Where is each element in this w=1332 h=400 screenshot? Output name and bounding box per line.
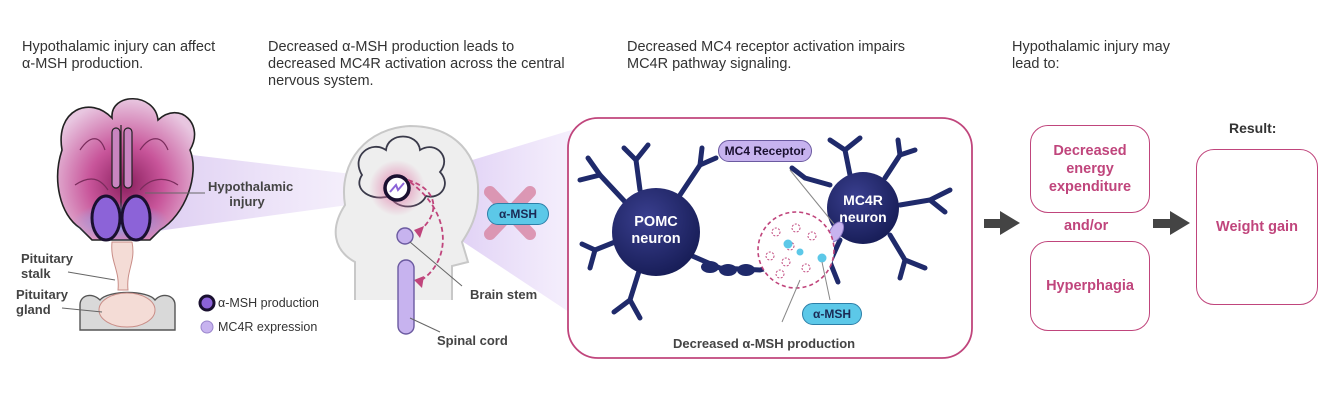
legend-msh-icon [198,294,216,312]
legend-msh-label: α-MSH production [218,296,320,310]
flow-arrows [984,211,1190,235]
caption-3: Decreased MC4 receptor activation impair… [627,39,906,72]
pomc-neuron-label: POMC neuron [631,214,681,247]
msh-pill-blocked: α-MSH [487,203,549,225]
hypothalamic-injury-label: Hypothalamic injury [208,179,294,209]
neuron-illustration [577,135,953,323]
result-box: Weight gain [1196,149,1318,305]
pituitary-stalk-label: Pituitary stalk [21,251,74,281]
caption-1: Hypothalamic injury can affect α-MSH pro… [22,39,216,72]
mc4r-neuron-body [827,172,899,244]
brain-stem-label: Brain stem [470,287,538,302]
caption-4: Hypothalamic injury may lead to: [1012,39,1170,72]
result-text: Weight gain [1216,219,1298,235]
spinal-cord-label: Spinal cord [437,333,508,348]
andor-label: and/or [1064,218,1109,234]
caption-2: Decreased α-MSH production leads to decr… [268,39,565,89]
pomc-neuron-body [612,188,700,276]
decreased-msh-label: Decreased α-MSH production [673,336,856,351]
beam-1 [150,150,385,232]
legend-mc4r-label: MC4R expression [218,320,318,334]
outcome-hyperphagia-text: Hyperphagia [1046,278,1134,294]
result-label: Result: [1229,120,1277,136]
outcome-energy-text: Decreased energy expenditure [1048,143,1132,195]
synapse-circle [757,211,835,289]
outcome-energy-box: Decreased energy expenditure [1030,125,1150,213]
legend-mc4r-icon [200,320,214,334]
head-illustration [334,124,536,335]
msh-pill: α-MSH [802,303,862,325]
brain-illustration [56,97,216,334]
pituitary-gland-label: Pituitary gland [16,287,69,317]
mc4-receptor-label: MC4 Receptor [718,140,812,162]
outcome-hyperphagia-box: Hyperphagia [1030,241,1150,331]
mc4r-neuron-label: MC4R neuron [839,192,887,225]
